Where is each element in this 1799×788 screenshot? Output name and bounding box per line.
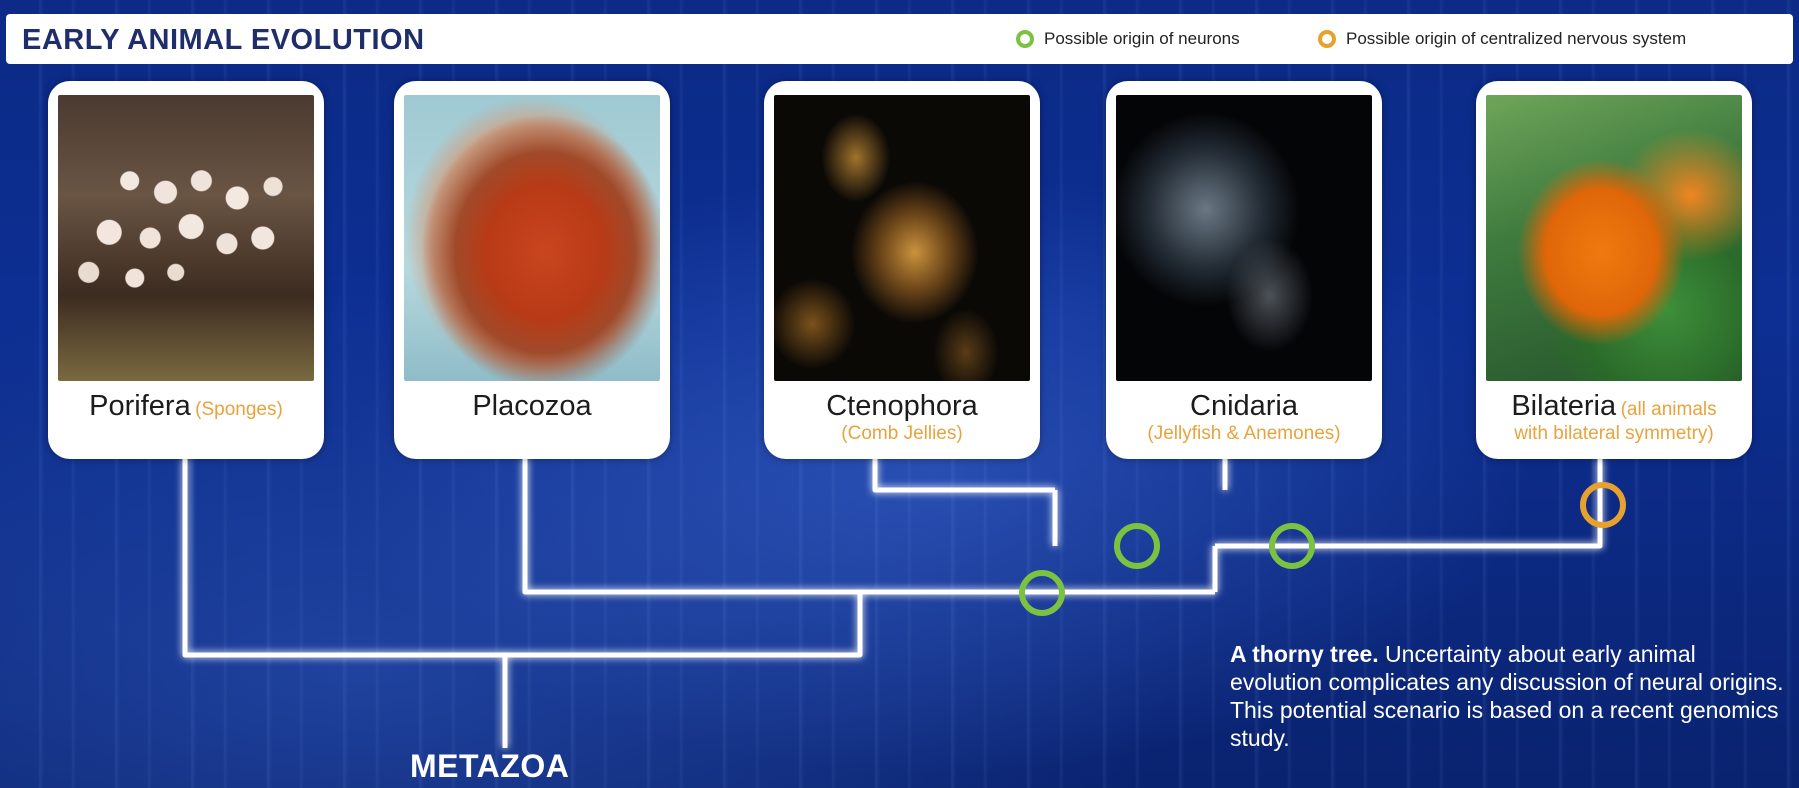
bilateria-caption: Bilateria (all animals with bilateral sy… <box>1476 389 1752 445</box>
taxon-name: Porifera <box>89 390 191 422</box>
taxon-card-placozoa: Placozoa <box>394 81 670 459</box>
branch-placozoa-join <box>505 592 860 655</box>
root-label: METAZOA <box>410 748 569 785</box>
branch-placozoa <box>525 459 860 592</box>
branch-porifera <box>185 458 505 655</box>
placozoa-caption: Placozoa <box>394 389 670 423</box>
figure-caption: A thorny tree. Uncertainty about early a… <box>1230 640 1785 752</box>
porifera-caption: Porifera (Sponges) <box>48 389 324 423</box>
orange-ring-icon <box>1318 30 1336 48</box>
taxon-name: Bilateria <box>1511 390 1616 422</box>
taxon-card-ctenophora: Ctenophora (Comb Jellies) <box>764 81 1040 459</box>
porifera-photo <box>58 95 314 381</box>
taxon-card-bilateria: Bilateria (all animals with bilateral sy… <box>1476 81 1752 459</box>
cnidaria-photo <box>1116 95 1372 381</box>
legend-cns-label: Possible origin of centralized nervous s… <box>1346 29 1686 49</box>
taxon-card-porifera: Porifera (Sponges) <box>48 81 324 459</box>
cns-origin-marker <box>1583 485 1623 525</box>
taxon-common-name: (Comb Jellies) <box>764 423 1040 445</box>
taxon-common-name: (Jellyfish & Anemones) <box>1106 423 1382 445</box>
legend-cns: Possible origin of centralized nervous s… <box>1318 28 1686 50</box>
green-ring-icon <box>1016 30 1034 48</box>
taxon-common-name: (Sponges) <box>195 399 283 420</box>
placozoa-photo <box>404 95 660 381</box>
branch-ctenophora <box>875 459 1055 490</box>
taxon-card-cnidaria: Cnidaria (Jellyfish & Anemones) <box>1106 81 1382 459</box>
bilateria-photo <box>1486 95 1742 381</box>
ctenophora-caption: Ctenophora (Comb Jellies) <box>764 389 1040 445</box>
taxon-name: Ctenophora <box>826 390 978 422</box>
ctenophora-photo <box>774 95 1030 381</box>
taxon-name: Cnidaria <box>1190 390 1298 422</box>
title-bar: EARLY ANIMAL EVOLUTION Possible origin o… <box>6 14 1793 64</box>
taxon-common-name-line2: with bilateral symmetry) <box>1476 423 1752 445</box>
legend-neurons: Possible origin of neurons <box>1016 28 1240 50</box>
taxon-name: Placozoa <box>472 390 591 422</box>
taxon-common-name-line1: (all animals <box>1621 399 1717 420</box>
branch-bilateria <box>1215 459 1600 546</box>
cnidaria-caption: Cnidaria (Jellyfish & Anemones) <box>1106 389 1382 445</box>
legend-neurons-label: Possible origin of neurons <box>1044 29 1240 49</box>
neuron-origin-marker-2 <box>1117 526 1157 566</box>
page-title: EARLY ANIMAL EVOLUTION <box>22 24 425 57</box>
caption-lead: A thorny tree. <box>1230 641 1379 667</box>
